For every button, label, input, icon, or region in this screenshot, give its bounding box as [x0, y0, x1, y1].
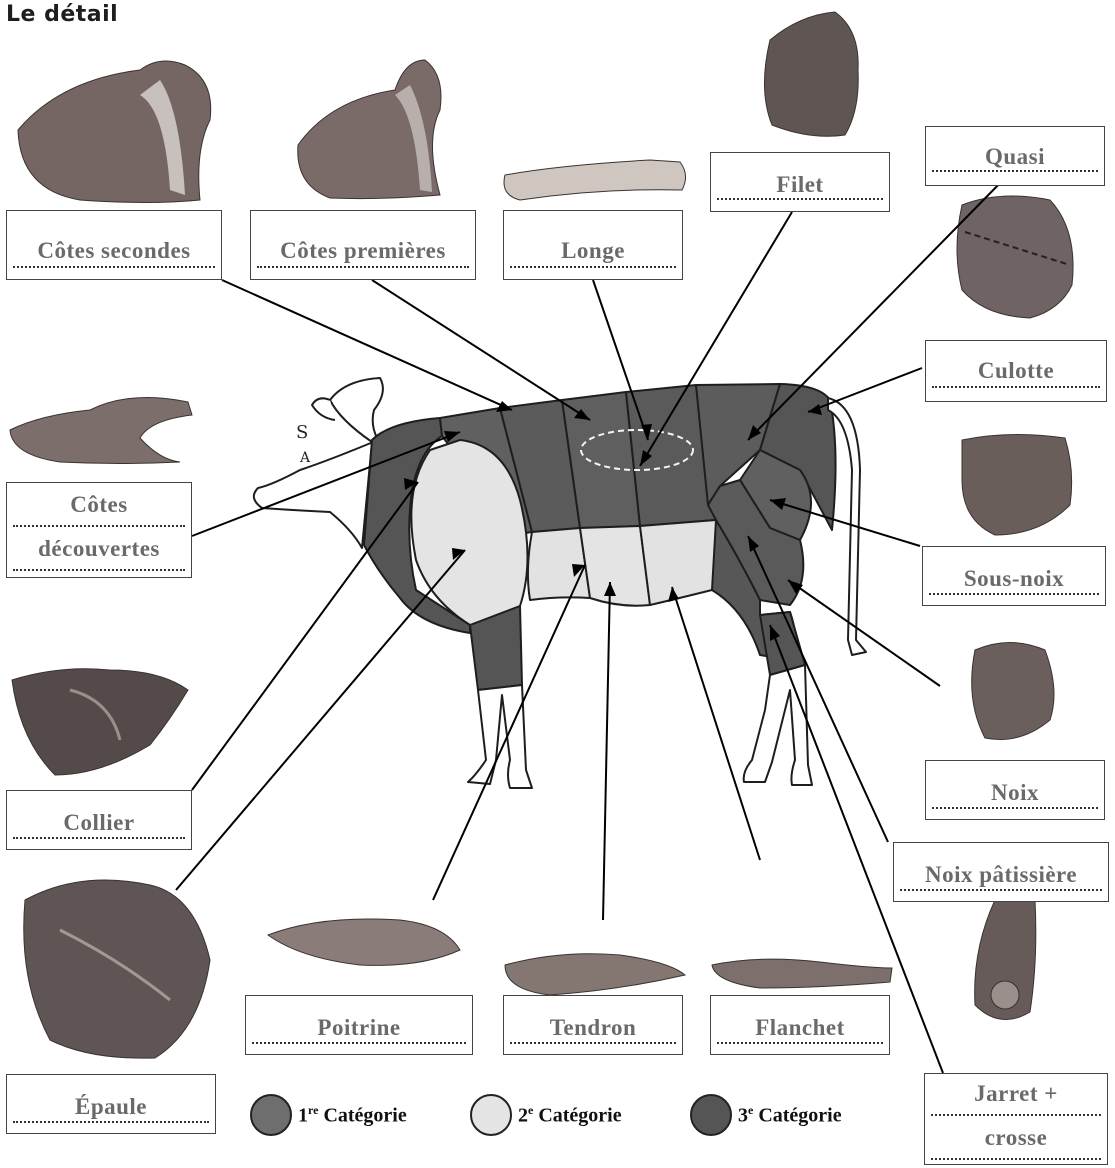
photo-collier: [12, 669, 188, 775]
legend-first-category: 1re Catégorie: [250, 1090, 407, 1140]
label-epaule: Épaule: [6, 1074, 216, 1134]
photo-epaule: [24, 880, 210, 1058]
calf-figure: S A: [254, 378, 866, 788]
calf-front-leg: [468, 685, 532, 788]
label-collier: Collier: [6, 790, 192, 850]
label-filet: Filet: [710, 152, 890, 212]
photo-filet: [764, 12, 858, 136]
label-longe: Longe: [503, 210, 683, 280]
label-jarret-crosse: Jarret + crosse: [924, 1073, 1108, 1165]
photo-culotte-piece: [962, 434, 1072, 535]
svg-text:S: S: [296, 422, 308, 443]
legend-second-category: 2e Catégorie: [470, 1090, 622, 1140]
label-cotes-secondes: Côtes secondes: [6, 210, 222, 280]
legend-swatch-second: [470, 1094, 512, 1136]
legend-swatch-third: [690, 1094, 732, 1136]
photo-noix: [972, 643, 1054, 740]
region-flanchet: [640, 520, 722, 605]
label-cotes-premieres: Côtes premières: [250, 210, 476, 280]
photo-tendron: [505, 954, 685, 995]
label-culotte: Culotte: [925, 340, 1107, 402]
label-sous-noix: Sous-noix: [922, 546, 1106, 606]
label-noix: Noix: [925, 760, 1105, 820]
photo-flanchet: [712, 959, 892, 988]
label-flanchet: Flanchet: [710, 995, 890, 1055]
legend-third-category: 3e Catégorie: [690, 1090, 842, 1140]
photo-quasi: [957, 196, 1073, 318]
photo-cotes-decouvertes: [10, 398, 192, 464]
photo-poitrine: [268, 919, 460, 965]
label-cotes-decouvertes: Côtes découvertes: [6, 482, 192, 578]
label-tendron: Tendron: [503, 995, 683, 1055]
photo-longe: [504, 160, 686, 200]
label-poitrine: Poitrine: [245, 995, 473, 1055]
svg-text:A: A: [299, 450, 311, 466]
calf-hind-leg: [744, 665, 812, 785]
label-noix-patissiere: Noix pâtissière: [893, 842, 1109, 902]
label-quasi: Quasi: [925, 126, 1105, 186]
legend-swatch-first: [250, 1094, 292, 1136]
